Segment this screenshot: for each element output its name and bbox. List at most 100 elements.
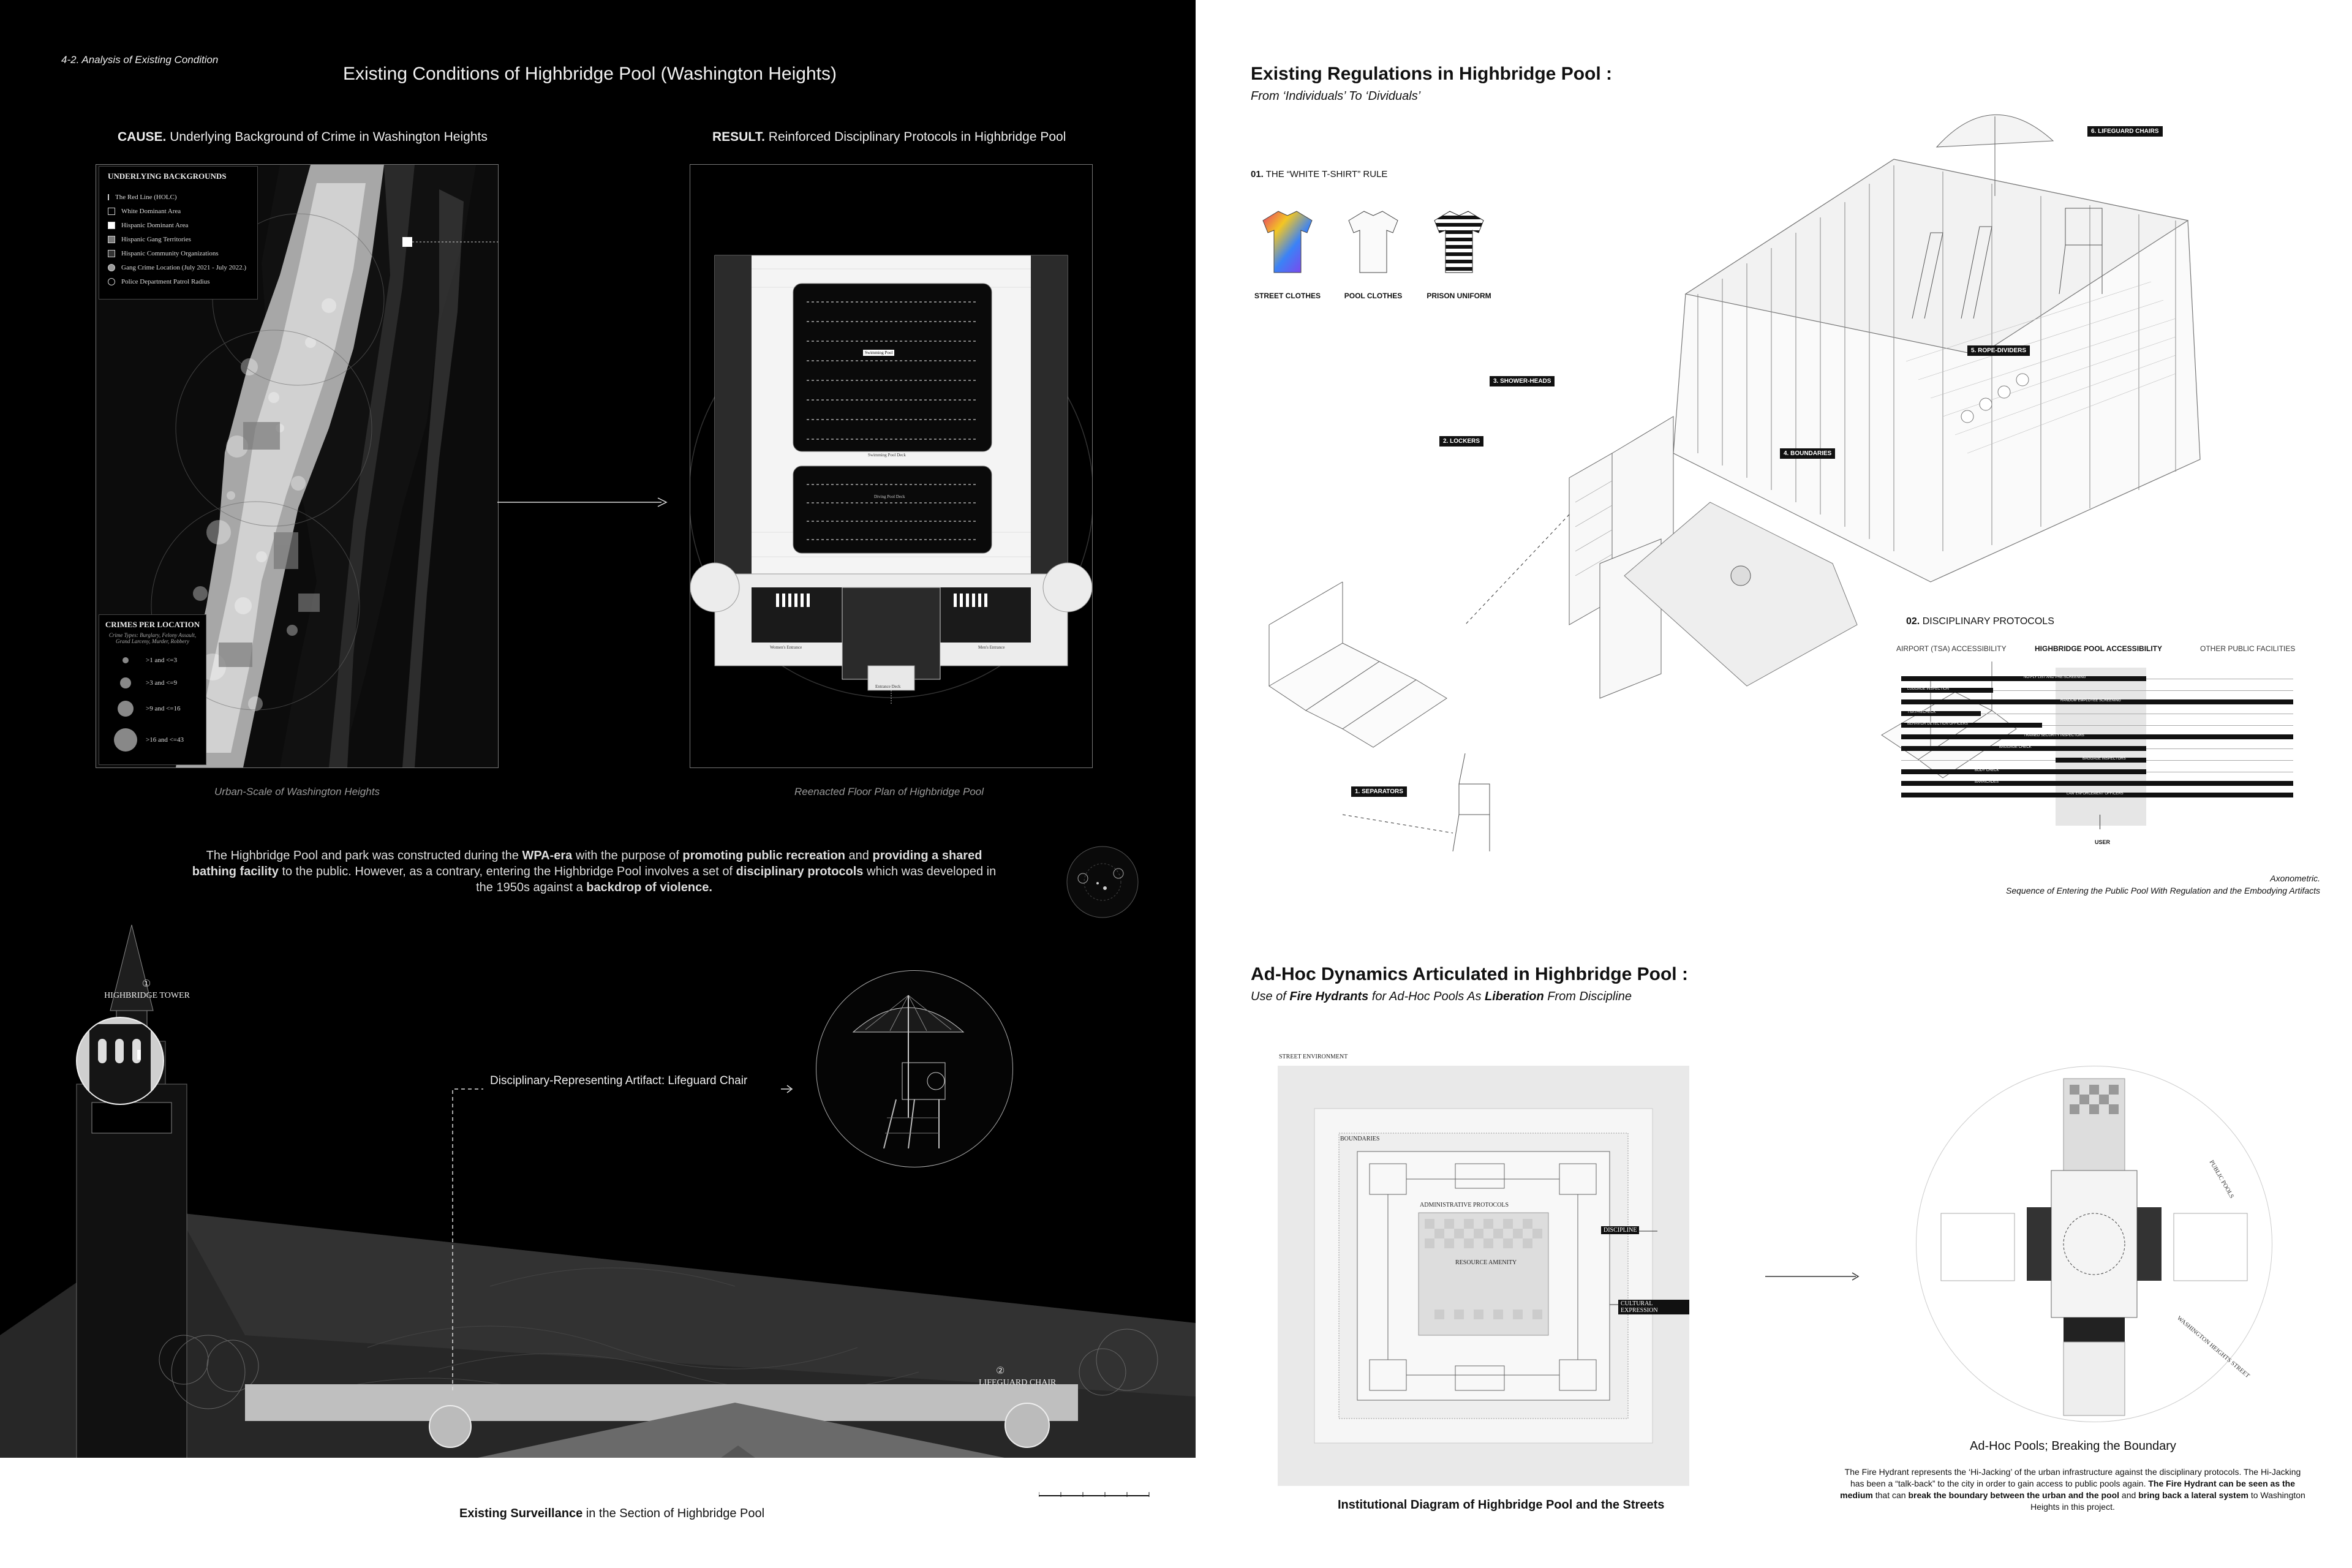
legend-label: White Dominant Area: [121, 207, 181, 215]
scale-bar: [1039, 1492, 1150, 1497]
shirt-label: STREET CLOTHES: [1254, 292, 1321, 300]
adhoc-text-part: to Washington Heights in this project.: [2030, 1490, 2305, 1512]
protocol-row: TRAINED SECURITY INSPECTORS: [1901, 733, 2293, 745]
crime-label: >9 and <=16: [146, 705, 181, 712]
section-caption-text: in the Section of Highbridge Pool: [582, 1507, 765, 1520]
adhoc-drawing: [1940, 1078, 2248, 1416]
crime-label: >1 and <=3: [146, 657, 177, 664]
chair-drawing: [852, 995, 965, 1149]
chair-number: ②: [996, 1366, 1005, 1376]
legend-label: Hispanic Gang Territories: [121, 235, 191, 243]
para-bold: providing a shared bathing facility: [192, 849, 982, 878]
protocol-row-label: BODY CHECK: [1975, 769, 1999, 772]
cause-text: Underlying Background of Crime in Washin…: [170, 130, 488, 144]
floor-plan-drawing: [690, 165, 1092, 767]
adhoc-circle: [1916, 1066, 2272, 1422]
protocol-row-label: BEHAVIOR DETECTION OFFICERS: [1907, 722, 1968, 726]
diagram-resource-label: RESOURCE AMENITY: [1455, 1259, 1517, 1266]
crime-item: >9 and <=16: [104, 695, 201, 723]
adhoc-sub-text: Use of: [1251, 990, 1290, 1003]
protocol-row-label: RANDOM EMPLOYEE SCREENING: [2060, 699, 2121, 703]
adhoc-text-bold: bring back a lateral system: [2138, 1490, 2248, 1500]
axon-label: 3. SHOWER-HEADS: [1490, 376, 1555, 386]
legend-label: Gang Crime Location (July 2021 - July 20…: [121, 263, 247, 271]
crimes-title: CRIMES PER LOCATION: [105, 620, 200, 629]
circle-size-2-icon: [120, 677, 131, 688]
protocol-row: TSA PRECHECK: [1901, 710, 2293, 722]
para-bold: backdrop of violence.: [586, 881, 712, 894]
axon-caption-1: Axonometric.: [2270, 873, 2320, 883]
protocol-row-label: TRAINED SECURITY INSPECTORS: [2024, 734, 2084, 737]
protocol-row: BAGGAGE INSPECTORS: [1901, 756, 2293, 768]
institutional-drawing: [1314, 1108, 1657, 1444]
protocol-row: BAGGAGE CHECK: [1901, 745, 2293, 756]
axon-caption-2: Sequence of Entering the Public Pool Wit…: [2006, 886, 2320, 895]
shirt-label: PRISON UNIFORM: [1427, 292, 1491, 300]
legend-item: Hispanic Dominant Area: [108, 218, 249, 232]
plan-label-swim: Swimming Pool: [863, 350, 895, 356]
legend-label: The Red Line (HOLC): [115, 193, 177, 201]
square-white-icon: [108, 221, 115, 229]
protocol-row-label: BARRICADES: [1975, 780, 1999, 784]
legend-item: The Red Line (HOLC): [108, 190, 249, 204]
line-icon: [108, 194, 109, 200]
adhoc-caption: Ad-Hoc Pools; Breaking the Boundary: [1970, 1439, 2176, 1453]
cause-bold: CAUSE.: [118, 130, 167, 144]
protocol-row: NO-FLY LIST AND PRE-SCREENING: [1901, 675, 2293, 687]
tower-zoom: [76, 1017, 164, 1105]
floor-plan: Swimming Pool Swimming Pool Deck Diving …: [690, 164, 1093, 768]
protocols-title: 02. DISCIPLINARY PROTOCOLS: [1906, 616, 2054, 627]
adhoc-text-part: that can: [1872, 1490, 1909, 1500]
institutional-diagram: STREET ENVIRONMENT BOUNDARIES ADMINISTRA…: [1278, 1054, 1689, 1486]
page-title: Existing Conditions of Highbridge Pool (…: [343, 64, 837, 84]
diagram-arrow: [1765, 1272, 1860, 1281]
legend-item: White Dominant Area: [108, 204, 249, 218]
adhoc-sub-bold: Fire Hydrants: [1289, 990, 1369, 1003]
map-legend: UNDERLYING BACKGROUNDS The Red Line (HOL…: [99, 166, 258, 300]
map-caption: Urban-Scale of Washington Heights: [214, 786, 380, 797]
circle-size-1-icon: [123, 657, 129, 663]
protocol-row: BEHAVIOR DETECTION OFFICERS: [1901, 722, 2293, 733]
para-text: and: [845, 849, 873, 862]
axon-label: 5. ROPE-DIVIDERS: [1967, 345, 2030, 356]
connector-arrow: [497, 497, 668, 507]
para-text: which was developed in the 1950s against…: [476, 865, 997, 894]
tower-label: HIGHBRIDGE TOWER: [104, 991, 190, 1000]
circle-size-3-icon: [118, 701, 134, 717]
protocol-row-label: TSA PRECHECK: [1907, 710, 1936, 714]
left-panel: 4-2. Analysis of Existing Condition Exis…: [0, 0, 1196, 1568]
tower-marker: [429, 1405, 472, 1448]
adhoc-text: The Fire Hydrant represents the ‘Hi-Jack…: [1840, 1466, 2305, 1513]
adhoc-text-part: The Fire Hydrant represents the ‘Hi-Jack…: [1844, 1467, 2301, 1488]
crimes-note: Crime Types: Burglary, Felony Assault, G…: [108, 632, 197, 644]
artifact-label: Disciplinary-Representing Artifact: Life…: [490, 1074, 748, 1087]
right-panel: Existing Regulations in Highbridge Pool …: [1196, 0, 2352, 1568]
artifact-dashed-line: [452, 1085, 793, 1390]
plan-label-diving: Diving Pool Deck: [874, 494, 905, 499]
plan-label-deck: Swimming Pool Deck: [868, 453, 906, 458]
regulations-title: Existing Regulations in Highbridge Pool …: [1251, 64, 1613, 84]
adhoc-sub-text: for Ad-Hoc Pools As: [1368, 990, 1485, 1003]
protocol-row-label: LUGGAGE INSPECTION: [1907, 687, 1950, 691]
diagram-discipline-label: DISCIPLINE: [1601, 1226, 1640, 1234]
adhoc-text-bold: The Fire Hydrant can be seen as the medi…: [1840, 1479, 2296, 1500]
result-text: Reinforced Disciplinary Protocols in Hig…: [768, 130, 1066, 144]
protocol-row: BARRICADES: [1901, 780, 2293, 791]
section-caption-bold: Existing Surveillance: [459, 1507, 583, 1520]
chair-marker: [1005, 1403, 1050, 1448]
protocol-row: LUGGAGE INSPECTION: [1901, 687, 2293, 698]
protocol-row-label: BAGGAGE CHECK: [1999, 745, 2032, 749]
crime-item: >16 and <=43: [104, 723, 201, 757]
protocol-row-label: BAGGAGE INSPECTORS: [2082, 757, 2126, 761]
left-footer: Existing Surveillance in the Section of …: [0, 1458, 1196, 1568]
circle-outline-icon: [108, 277, 115, 285]
regulations-subtitle: From ‘Individuals’ To ‘Dividuals’: [1251, 89, 1421, 103]
para-text: The Highbridge Pool and park was constru…: [206, 849, 522, 862]
crime-label: >3 and <=9: [146, 679, 177, 687]
circle-icon: [108, 263, 115, 271]
protocol-row-label: NO-FLY LIST AND PRE-SCREENING: [2024, 676, 2086, 679]
cause-heading: CAUSE. Underlying Background of Crime in…: [118, 130, 488, 145]
adhoc-sub-bold: Liberation: [1485, 990, 1544, 1003]
axon-caption: Axonometric. Sequence of Entering the Pu…: [2006, 872, 2320, 897]
legend-label: Police Department Patrol Radius: [121, 277, 210, 285]
